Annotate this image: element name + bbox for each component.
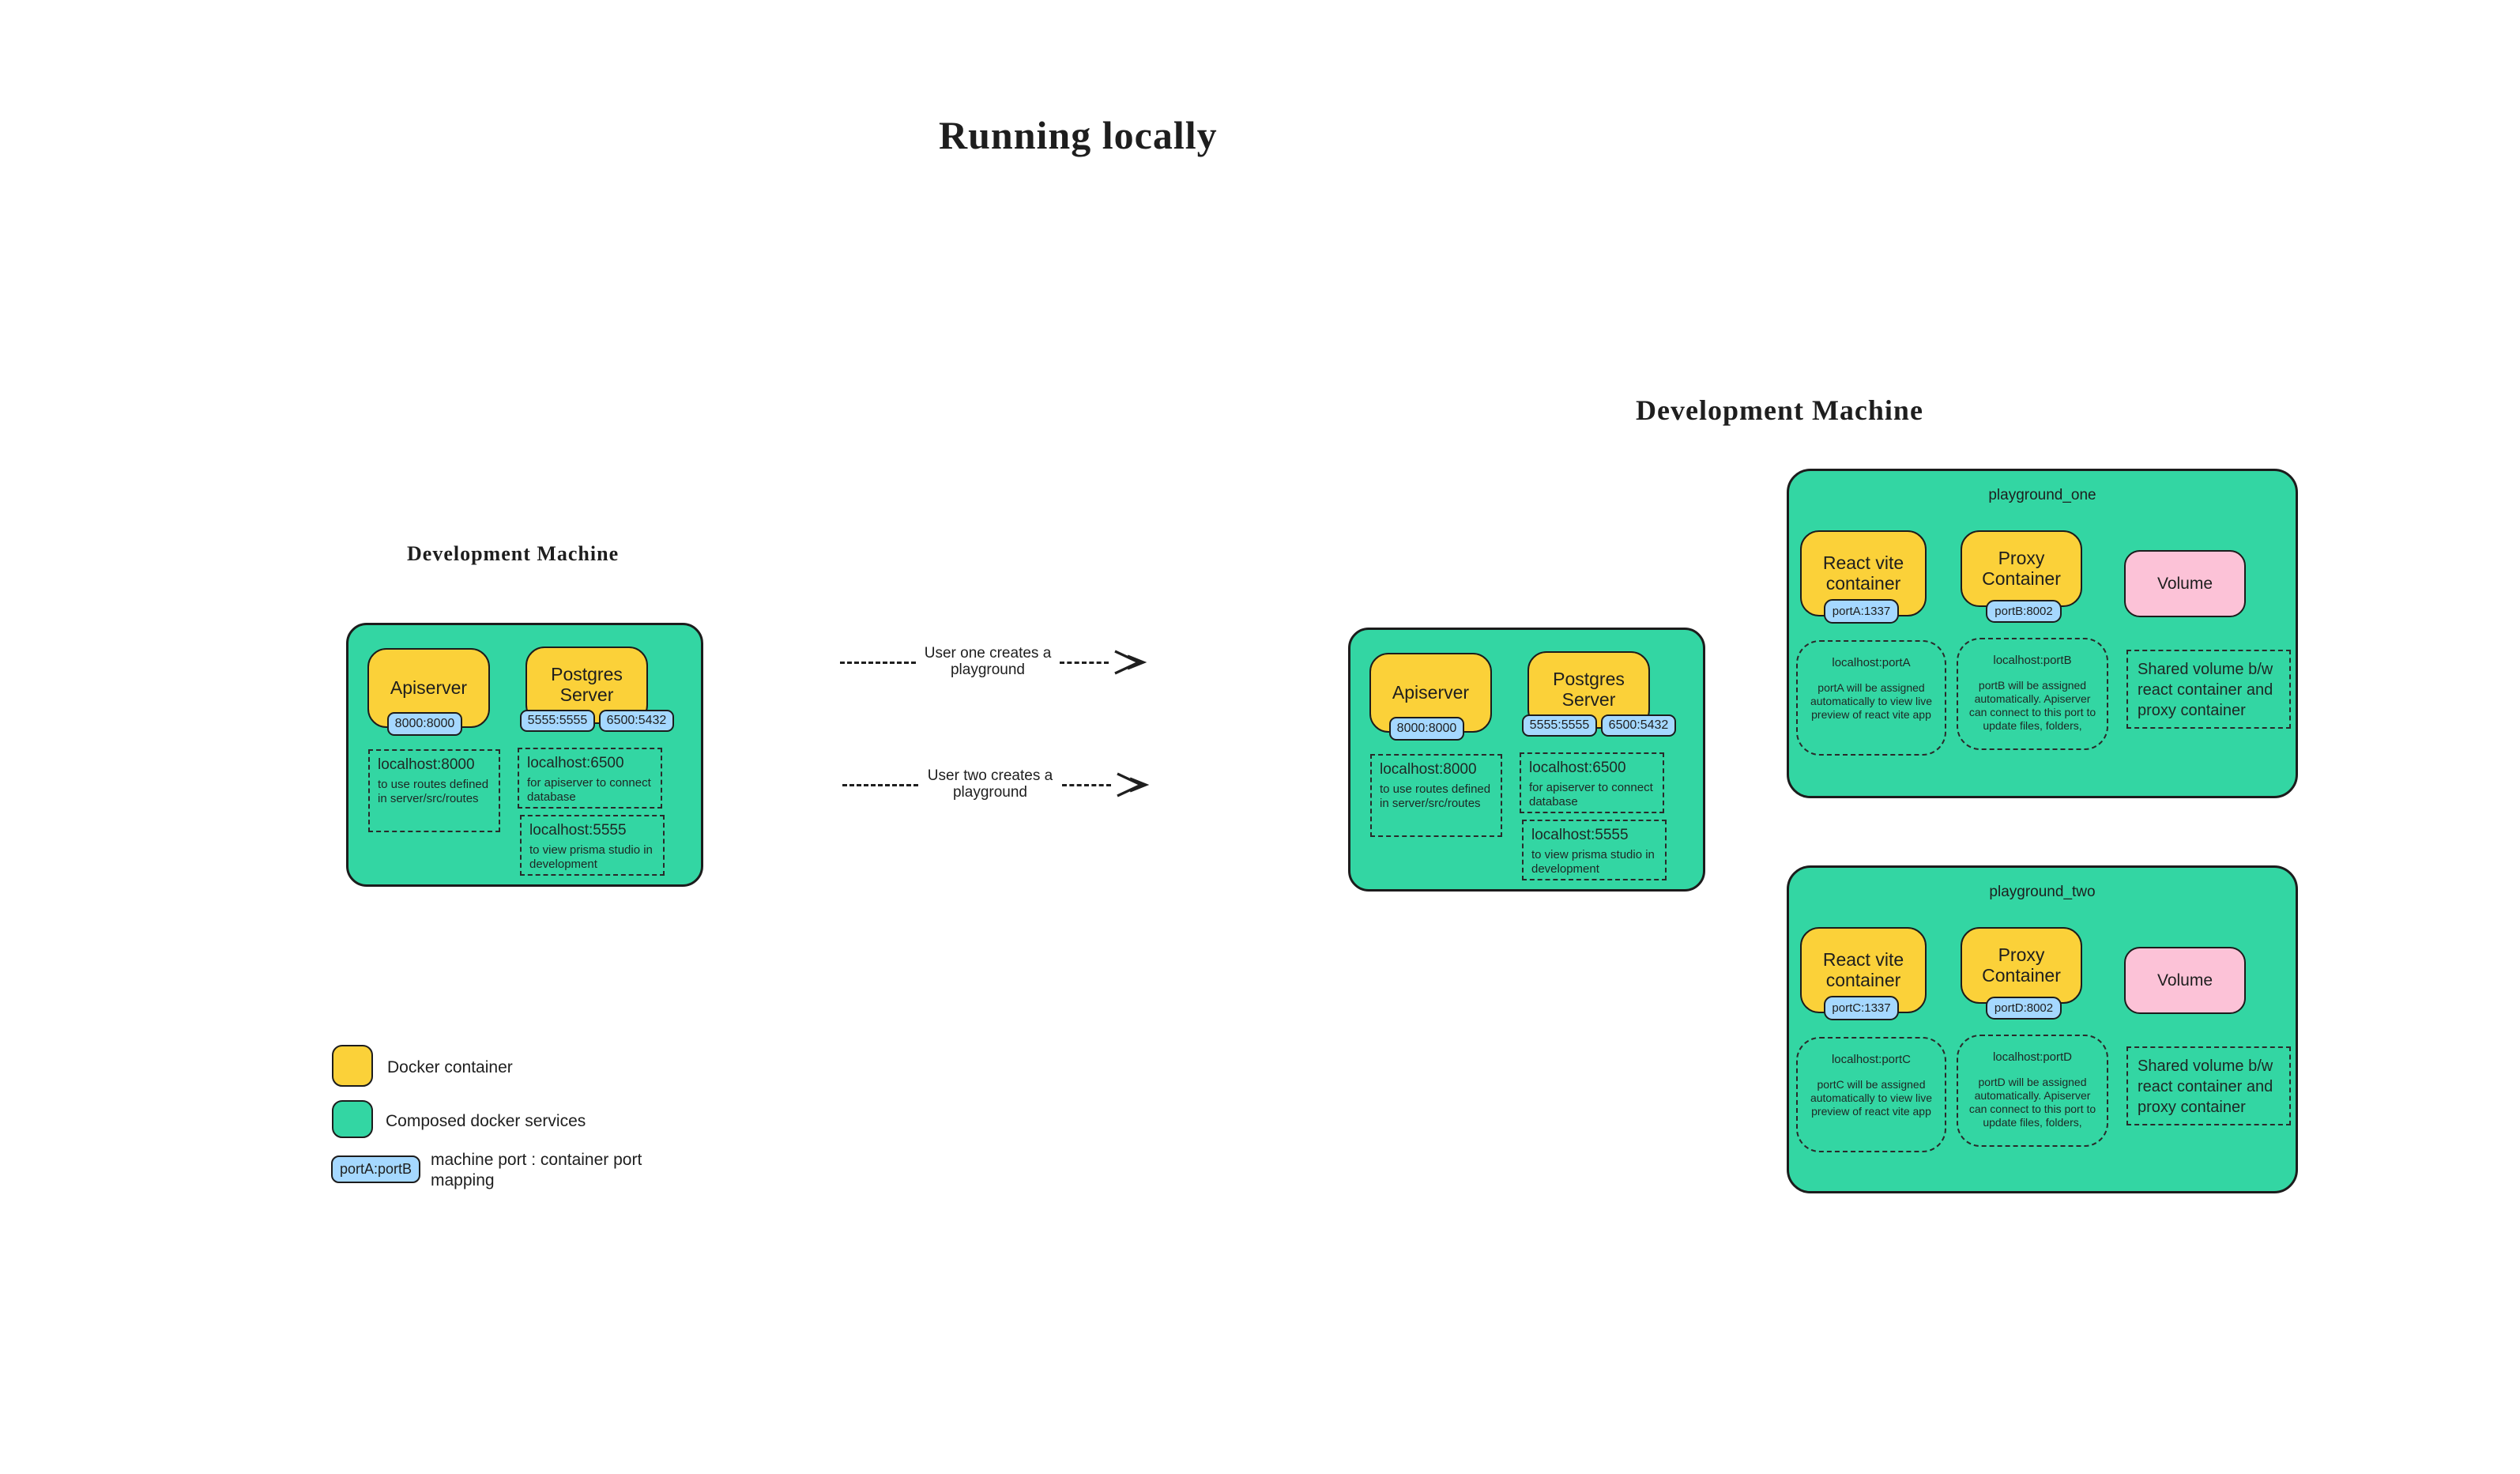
- playground-one-label: playground_one: [1988, 487, 2096, 503]
- react-vite-label: React vite container: [1822, 948, 1904, 990]
- note-title: localhost:6500: [527, 755, 624, 771]
- note-title: localhost:5555: [529, 822, 627, 839]
- apiserver-label: Apiserver: [390, 677, 468, 698]
- note-body: to use routes defined in server/src/rout…: [378, 778, 489, 806]
- note-localhost-8000: localhost:8000 to use routes defined in …: [368, 749, 500, 832]
- note-body: to view prisma studio in development: [1531, 848, 1655, 876]
- note-localhost-6500: localhost:6500 for apiserver to connect …: [518, 748, 662, 809]
- arrow-dash: [1062, 783, 1111, 786]
- note-title: localhost:6500: [1529, 760, 1626, 776]
- note-localhost-5555: localhost:5555 to view prisma studio in …: [520, 815, 665, 876]
- legend-swatch-docker-container: [332, 1045, 373, 1087]
- port-badge-portD: portD:8002: [1986, 997, 2062, 1020]
- note-localhost-portB: localhost:portB portB will be assigned a…: [1957, 638, 2108, 750]
- port-badge-portA: portA:1337: [1824, 599, 1899, 624]
- note-body: portB will be assigned automatically. Ap…: [1968, 679, 2096, 732]
- note-title: localhost:8000: [1380, 761, 1477, 778]
- arrow-user-two-label: User two creates a playground: [927, 767, 1053, 801]
- postgres-label: Postgres Server: [551, 664, 623, 705]
- playground-one-box: playground_one React vite container port…: [1787, 469, 2298, 798]
- arrowhead-icon: [1117, 772, 1149, 797]
- volume-node: Volume: [2124, 550, 2246, 617]
- port-badge-portB: portB:8002: [1986, 600, 2062, 623]
- port-badge-portC: portC:1337: [1824, 996, 1899, 1020]
- note-localhost-portC: localhost:portC portC will be assigned a…: [1796, 1037, 1946, 1152]
- legend-label-docker-container: Docker container: [387, 1058, 513, 1076]
- note-title: localhost:portC: [1831, 1053, 1912, 1066]
- note-body: portA will be assigned automatically to …: [1810, 681, 1933, 721]
- left-dev-machine-label: Development Machine: [407, 542, 620, 565]
- playground-two-box: playground_two React vite container port…: [1787, 865, 2298, 1193]
- dev-machine-box-middle: Apiserver 8000:8000 Postgres Server 5555…: [1348, 628, 1705, 892]
- note-body: for apiserver to connect database: [527, 776, 651, 805]
- port-badge-8000: 8000:8000: [387, 712, 462, 736]
- legend-port-badge: portA:portB: [331, 1155, 420, 1183]
- proxy-container-label: Proxy Container: [1982, 944, 2061, 986]
- note-shared-volume: Shared volume b/w react container and pr…: [2126, 650, 2291, 729]
- arrowhead-icon: [1114, 650, 1147, 675]
- volume-node: Volume: [2124, 947, 2246, 1014]
- note-title: localhost:8000: [378, 756, 475, 773]
- note-localhost-6500: localhost:6500 for apiserver to connect …: [1520, 752, 1664, 813]
- port-badge-5555: 5555:5555: [520, 710, 595, 732]
- note-title: localhost:5555: [1531, 827, 1629, 843]
- page-title: Running locally: [939, 113, 1218, 157]
- note-body: for apiserver to connect database: [1529, 781, 1653, 809]
- apiserver-label: Apiserver: [1392, 681, 1470, 703]
- port-badge-6500: 6500:5432: [599, 710, 674, 732]
- playground-two-label: playground_two: [1989, 884, 2096, 900]
- react-vite-label: React vite container: [1822, 552, 1904, 594]
- note-body: portC will be assigned automatically to …: [1810, 1078, 1933, 1118]
- proxy-container-node: Proxy Container: [1961, 927, 2082, 1004]
- arrow-dash: [1060, 661, 1109, 664]
- note-shared-volume: Shared volume b/w react container and pr…: [2126, 1046, 2291, 1125]
- legend-swatch-composed-services: [332, 1100, 373, 1138]
- dev-machine-box-left: Apiserver 8000:8000 Postgres Server 5555…: [346, 623, 703, 887]
- arrow-dash: [842, 783, 918, 786]
- arrow-dash: [840, 661, 916, 664]
- note-localhost-8000: localhost:8000 to use routes defined in …: [1370, 754, 1502, 837]
- arrow-user-one: User one creates a playground: [840, 639, 1147, 686]
- arrow-user-two: User two creates a playground: [842, 761, 1149, 809]
- port-badge-8000: 8000:8000: [1389, 717, 1464, 741]
- legend-label-port-mapping: machine port : container port mapping: [431, 1151, 642, 1190]
- note-title: localhost:portD: [1992, 1050, 2073, 1064]
- proxy-container-node: Proxy Container: [1961, 530, 2082, 607]
- note-body: to use routes defined in server/src/rout…: [1380, 782, 1491, 811]
- note-localhost-5555: localhost:5555 to view prisma studio in …: [1522, 820, 1667, 880]
- proxy-container-label: Proxy Container: [1982, 547, 2061, 589]
- legend-label-composed-services: Composed docker services: [386, 1112, 586, 1130]
- note-body: portD will be assigned automatically. Ap…: [1968, 1076, 2096, 1129]
- postgres-label: Postgres Server: [1553, 669, 1625, 710]
- port-badge-6500: 6500:5432: [1601, 714, 1676, 737]
- note-title: localhost:portB: [1993, 654, 2072, 667]
- arrow-user-one-label: User one creates a playground: [924, 645, 1052, 678]
- note-localhost-portA: localhost:portA portA will be assigned a…: [1796, 640, 1946, 756]
- note-localhost-portD: localhost:portD portD will be assigned a…: [1957, 1035, 2108, 1147]
- right-dev-machine-header: Development Machine: [1636, 394, 1923, 426]
- note-title: localhost:portA: [1832, 656, 1911, 669]
- note-body: to view prisma studio in development: [529, 843, 653, 872]
- port-badge-5555: 5555:5555: [1522, 714, 1597, 737]
